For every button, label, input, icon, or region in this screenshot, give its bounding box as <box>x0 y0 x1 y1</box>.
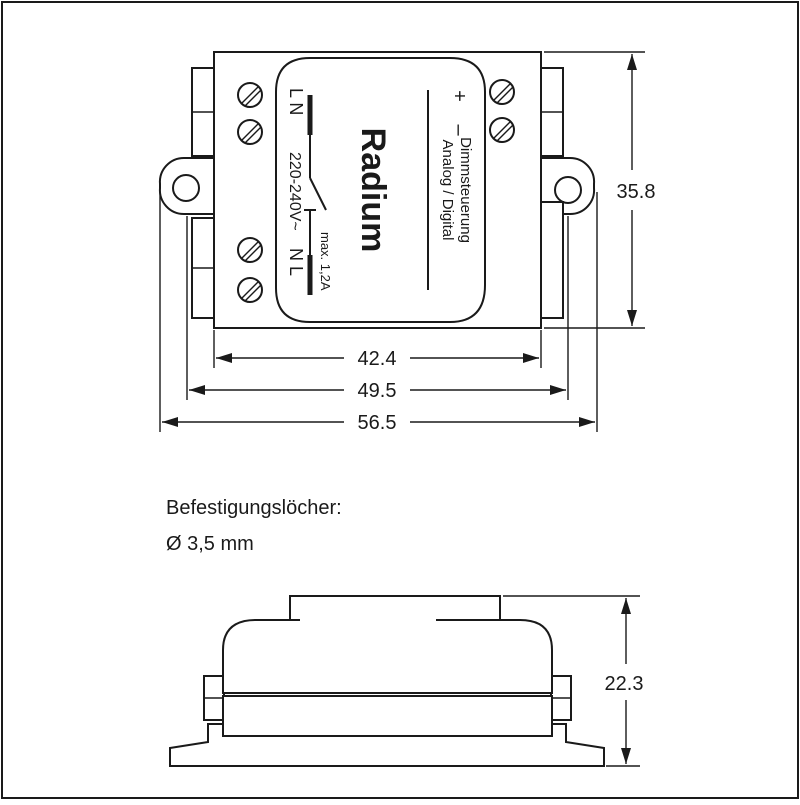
dim-height-top: 35.8 <box>544 51 656 329</box>
left-mounting-ear <box>158 156 215 216</box>
control-plus-label: + <box>448 90 470 102</box>
brand-label: Radium <box>354 128 392 253</box>
dim-width-inner-label: 42.4 <box>358 348 397 370</box>
right-mounting-ear <box>540 156 596 216</box>
screw-icon <box>237 277 263 303</box>
dim-height-top-label: 35.8 <box>617 181 656 203</box>
line-output-label: N L <box>286 248 306 276</box>
side-body-lower <box>222 695 553 737</box>
device-body <box>213 51 542 329</box>
screw-icon <box>237 82 263 108</box>
dim-width-mid: 49.5 <box>189 380 566 402</box>
mounting-info: Befestigungslöcher: Ø 3,5 mm <box>166 497 342 555</box>
screw-icon <box>489 117 515 143</box>
dim-width-total-label: 56.5 <box>358 412 397 434</box>
screw-icon <box>489 79 515 105</box>
mounting-title: Befestigungslöcher: <box>166 497 342 519</box>
dim-height-side: 22.3 <box>503 595 644 767</box>
screw-terminals <box>237 79 515 303</box>
line-input-label: L N <box>286 88 306 115</box>
left-mounting-hole <box>172 174 200 202</box>
dimension-lines: 42.4 49.5 56.5 35.8 <box>159 51 656 434</box>
right-mounting-hole <box>554 176 582 204</box>
switch-symbol <box>304 95 327 295</box>
dim-width-inner: 42.4 <box>216 348 539 370</box>
mounting-diameter: Ø 3,5 mm <box>166 533 254 555</box>
side-view <box>169 595 605 767</box>
top-view: Radium L N 220-240V~ N L max. 1,2A Analo… <box>158 51 596 329</box>
control-label-dimm: Dimmsteuerung <box>457 137 474 243</box>
screw-icon <box>237 237 263 263</box>
dim-width-mid-label: 49.5 <box>358 380 397 402</box>
label-plate <box>275 57 486 323</box>
dim-width-total: 56.5 <box>162 412 595 434</box>
control-label-analog: Analog / Digital <box>439 140 456 241</box>
control-minus-label: – <box>448 124 470 136</box>
dim-height-side-label: 22.3 <box>605 673 644 695</box>
screw-icon <box>237 119 263 145</box>
side-body-upper <box>222 595 553 694</box>
max-current-label: max. 1,2A <box>318 232 333 291</box>
voltage-label: 220-240V~ <box>286 152 303 231</box>
right-terminal-block-bottom <box>540 201 564 319</box>
